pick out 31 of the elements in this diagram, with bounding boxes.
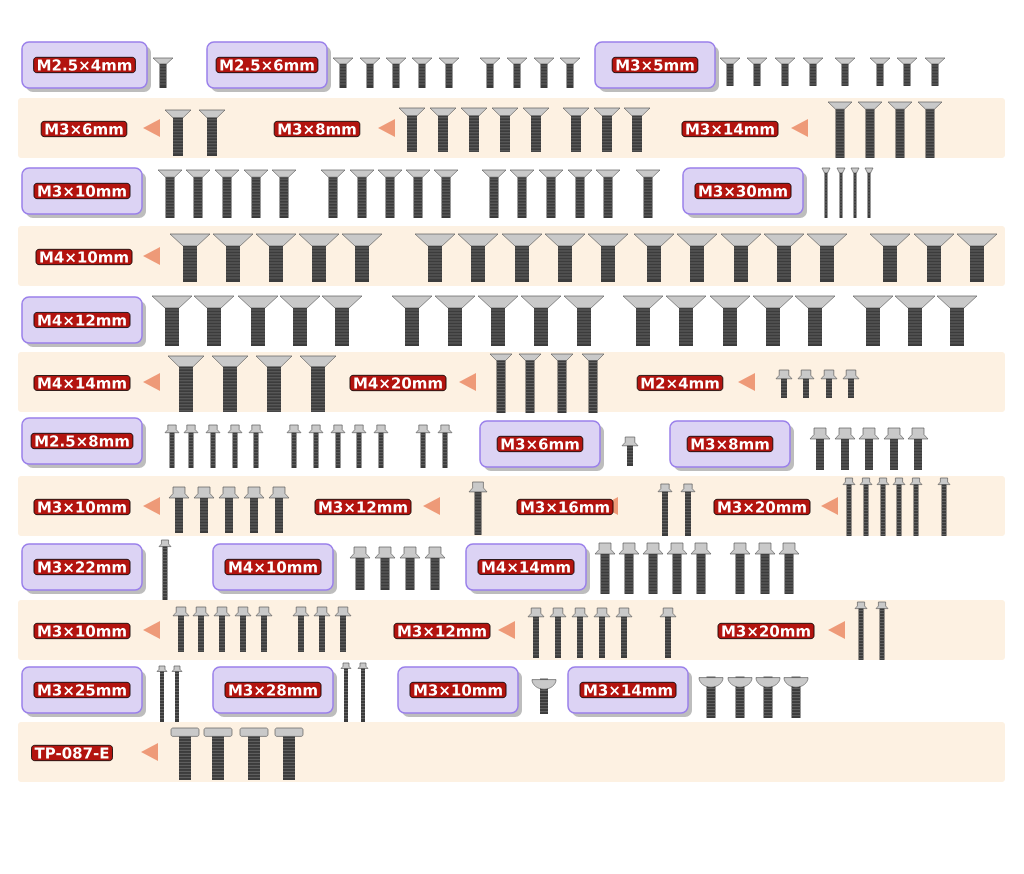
size-label: M3×20mm	[713, 498, 811, 516]
size-label: M3×10mm	[33, 498, 131, 516]
label-box: M3×28mm	[212, 666, 337, 717]
size-label: M3×6mm	[40, 120, 128, 138]
size-label: M4×10mm	[35, 248, 133, 266]
size-label: M3×14mm	[681, 120, 779, 138]
label-box: M3×14mm	[567, 666, 692, 717]
size-label: M4×14mm	[33, 375, 131, 391]
label-box: M4×12mm	[21, 296, 146, 347]
size-label: TP-087-E	[31, 744, 113, 762]
size-label: M3×8mm	[273, 120, 361, 138]
label-box: M3×10mm	[21, 167, 146, 218]
label-box: M3×22mm	[21, 543, 146, 594]
size-label: M3×12mm	[393, 622, 491, 640]
label-box: M2.5×8mm	[21, 417, 146, 468]
label-box: M3×6mm	[479, 420, 604, 471]
label-box: M4×10mm	[212, 543, 337, 594]
label-box: M3×8mm	[669, 420, 794, 471]
size-label: M3×20mm	[717, 622, 815, 640]
size-label: M3×16mm	[516, 498, 614, 516]
label-box: M2.5×6mm	[206, 41, 331, 92]
label-box: M3×10mm	[397, 666, 522, 717]
label-box: M3×25mm	[21, 666, 146, 717]
size-label: M3×12mm	[314, 498, 412, 516]
size-label: M2×4mm	[636, 375, 724, 391]
size-label: M4×20mm	[349, 374, 447, 392]
label-box: M4×14mm	[465, 543, 590, 594]
label-box: M3×5mm	[594, 41, 719, 92]
size-label: M3×10mm	[33, 622, 131, 640]
label-box: M3×30mm	[682, 167, 807, 218]
label-box: M2.5×4mm	[21, 41, 151, 92]
